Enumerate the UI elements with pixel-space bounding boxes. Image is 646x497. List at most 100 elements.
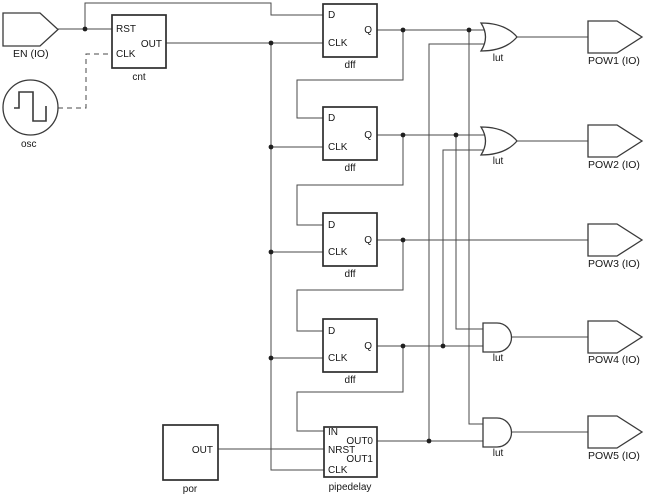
junction-dot: [426, 438, 432, 444]
cnt-pin-rst: RST: [116, 24, 136, 35]
dff4-pin-q: Q: [364, 341, 372, 352]
pipedelay-pin-out0: OUT0: [346, 436, 373, 447]
pow3-pin-shape: [587, 223, 644, 257]
osc-symbol: osc: [2, 79, 59, 150]
cnt-pin-clk: CLK: [116, 49, 136, 60]
dff4-body: [322, 318, 378, 373]
en-input-pin: EN (IO): [2, 12, 59, 60]
dff1-pin-q: Q: [364, 25, 372, 36]
pow5-output-pin: POW5 (IO): [587, 415, 644, 462]
wires: [58, 2, 588, 471]
pipedelay-pin-in: IN: [328, 427, 338, 438]
lut4-label: lut: [493, 353, 504, 364]
cnt-block: RST OUT CLK cnt: [111, 14, 167, 83]
wire-dff2q-to-dff3d: [296, 135, 404, 226]
pipedelay-body: [323, 426, 378, 478]
dff1-body: [322, 3, 378, 58]
pow5-pin-shape: [587, 415, 644, 449]
por-label: por: [183, 484, 198, 495]
osc-waveform-icon: [14, 91, 47, 122]
dff2-pin-q: Q: [364, 130, 372, 141]
cnt-label: cnt: [132, 72, 146, 83]
pow2-pin-label: POW2 (IO): [588, 159, 640, 171]
pow4-pin-shape: [587, 320, 644, 354]
or-gate-icon: [479, 22, 518, 52]
junction-dot: [268, 249, 274, 255]
dff2-body: [322, 106, 378, 161]
por-pin-out: OUT: [192, 445, 213, 456]
pow3-pin-label: POW3 (IO): [588, 258, 640, 270]
dff3-pin-clk: CLK: [328, 247, 348, 258]
dff4-pin-clk: CLK: [328, 353, 348, 364]
pow1-pin-label: POW1 (IO): [588, 55, 640, 67]
junction-dot: [268, 355, 274, 361]
osc-circle: [2, 79, 59, 136]
wire-clk-trunk: [270, 43, 324, 471]
por-block: OUT por: [162, 424, 219, 495]
pipedelay-block: IN OUT0 NRST OUT1 CLK pipedelay: [323, 426, 378, 493]
cnt-body: [111, 14, 167, 69]
junction-dot: [440, 343, 446, 349]
pipedelay-pin-nrst: NRST: [328, 445, 355, 456]
en-pin-shape: [2, 12, 59, 47]
or-gate-icon: [479, 126, 518, 156]
pow3-output-pin: POW3 (IO): [587, 223, 644, 270]
and-gate-icon: [482, 322, 513, 353]
lut-gate-1: lut: [479, 22, 518, 64]
junction-dot: [82, 26, 88, 32]
wire-dff1q-to-dff2d: [296, 30, 404, 119]
pow1-output-pin: POW1 (IO): [587, 20, 644, 67]
dff4-label: dff: [345, 375, 356, 386]
dff4-pin-d: D: [328, 326, 335, 337]
junction-dot: [268, 40, 274, 46]
dff1-pin-d: D: [328, 10, 335, 21]
junction-dot: [400, 237, 406, 243]
wire-row1-to-lut5: [468, 30, 484, 425]
wire-dff4q-to-lut2: [442, 149, 488, 346]
pow4-pin-label: POW4 (IO): [588, 354, 640, 366]
dff2-label: dff: [345, 163, 356, 174]
pow1-pin-shape: [587, 20, 644, 54]
dff1-label: dff: [345, 60, 356, 71]
pow5-pin-label: POW5 (IO): [588, 450, 640, 462]
dff-block-4: D Q CLK dff: [322, 318, 378, 386]
pow2-pin-shape: [587, 124, 644, 158]
lut-gate-5: lut: [482, 417, 513, 459]
pow2-output-pin: POW2 (IO): [587, 124, 644, 171]
dff3-pin-q: Q: [364, 235, 372, 246]
dff2-pin-clk: CLK: [328, 142, 348, 153]
wire-osc-dashed: [58, 53, 112, 109]
por-body: [162, 424, 219, 481]
junction-dot: [400, 132, 406, 138]
junction-dot: [453, 132, 459, 138]
wire-en-to-dff1-d: [84, 2, 323, 29]
lut-gate-4: lut: [482, 322, 513, 364]
pow4-output-pin: POW4 (IO): [587, 320, 644, 366]
lut2-label: lut: [493, 156, 504, 167]
pipedelay-pin-out1: OUT1: [346, 454, 373, 465]
wire-dff4q-to-pipedelay-in: [296, 346, 404, 432]
dff-block-3: D Q CLK dff: [322, 212, 378, 280]
junction-dot: [400, 343, 406, 349]
dff2-pin-d: D: [328, 113, 335, 124]
lut-gate-2: lut: [479, 126, 518, 167]
pipedelay-pin-clk: CLK: [328, 465, 348, 476]
dff3-body: [322, 212, 378, 267]
cnt-pin-out: OUT: [141, 39, 162, 50]
dff3-label: dff: [345, 269, 356, 280]
wire-dff3q-to-dff4d: [296, 240, 404, 332]
dff3-pin-d: D: [328, 220, 335, 231]
lut1-label: lut: [493, 53, 504, 64]
dff-block-2: D Q CLK dff: [322, 106, 378, 174]
and-gate-icon: [482, 417, 513, 448]
lut5-label: lut: [493, 448, 504, 459]
osc-label: osc: [21, 139, 37, 150]
junction-dot: [268, 144, 274, 150]
junction-dots: [82, 26, 472, 444]
wire-row2-to-lut4: [455, 135, 484, 330]
pipedelay-label: pipedelay: [329, 482, 372, 493]
dff-block-1: D Q CLK dff: [322, 3, 378, 71]
junction-dot: [400, 27, 406, 33]
